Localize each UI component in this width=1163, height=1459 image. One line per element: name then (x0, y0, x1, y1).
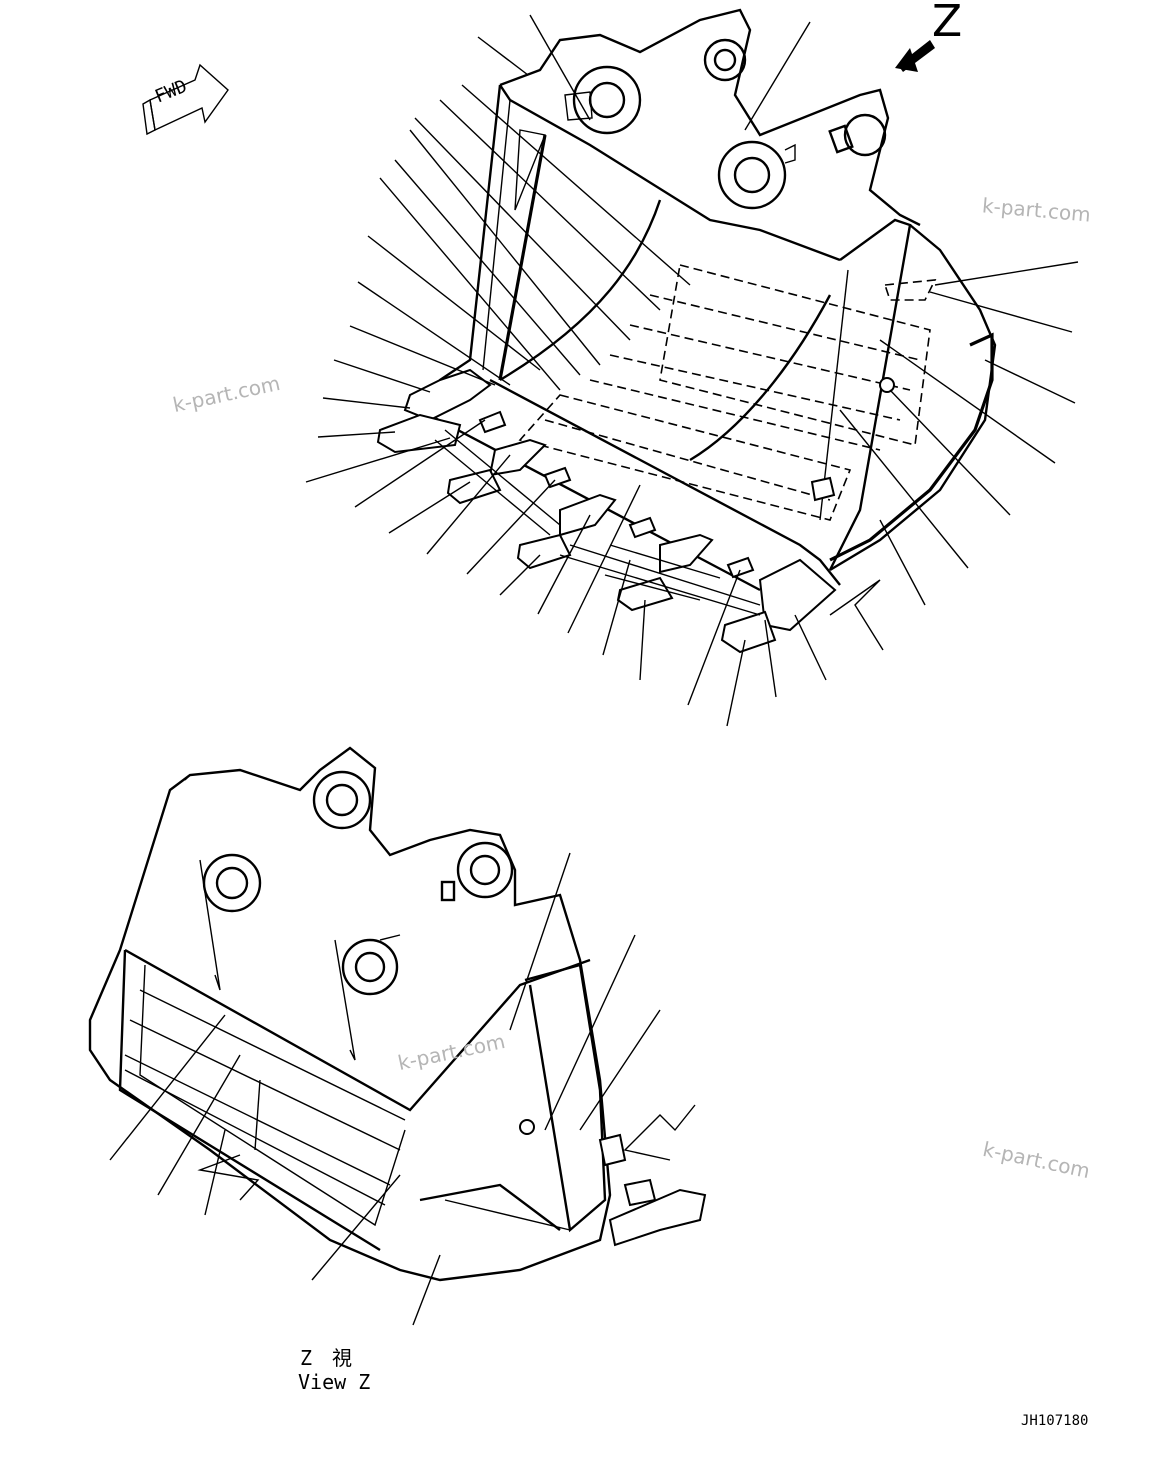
fwd-arrow-icon (142, 63, 229, 136)
leader-lines-top (305, 14, 1079, 727)
view-caption-en: View Z (298, 1370, 371, 1394)
view-z-arrow (895, 40, 935, 72)
drawing-code: JH107180 (1021, 1413, 1089, 1429)
view-caption-jp: Z 視 (300, 1346, 353, 1370)
view-z-marker: Z (932, 0, 963, 47)
bucket-top-view (305, 8, 1079, 727)
teeth-row (376, 368, 837, 654)
bucket-view-z (88, 746, 707, 1326)
